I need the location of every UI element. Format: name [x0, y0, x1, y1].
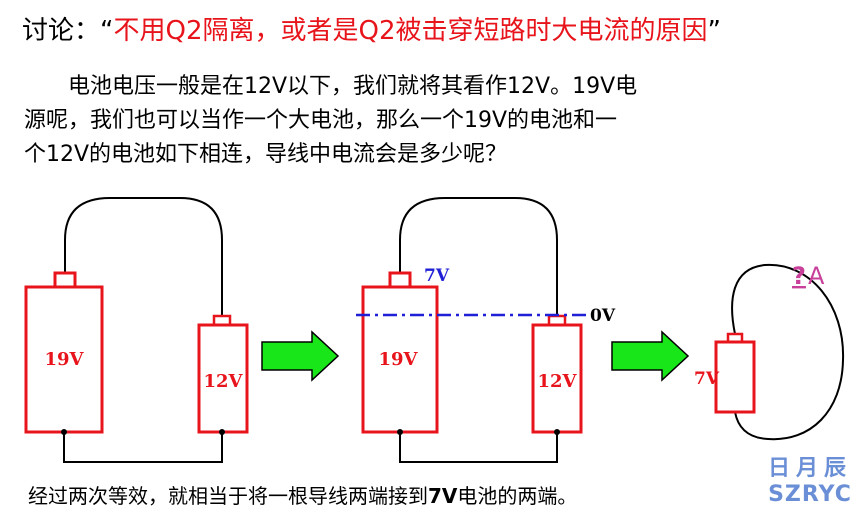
small-battery [197, 323, 249, 434]
big-battery [361, 285, 439, 434]
conclusion-text: 经过两次等效，就相当于将一根导线两端接到7V电池的两端。 [28, 480, 577, 509]
reference-voltage-label: 0V [590, 306, 616, 326]
big-battery-terminal [388, 271, 412, 289]
conclusion-bold: 7V [428, 484, 458, 508]
conclusion-prefix: 经过两次等效，就相当于将一根导线两端接到 [28, 484, 428, 508]
equivalence-arrow-1 [261, 330, 340, 382]
panel-2: 19V 12V 7V 0V [356, 197, 616, 463]
title-text: 不用Q2隔离，或者是Q2被击穿短路时大电流的原因 [113, 16, 708, 46]
big-battery-label: 19V [378, 349, 418, 370]
current-question-mark: ? [792, 262, 806, 290]
slide-title: 讨论：“不用Q2隔离，或者是Q2被击穿短路时大电流的原因” [22, 14, 721, 48]
top-wire [399, 197, 558, 318]
small-battery [531, 323, 583, 434]
bottom-wire [399, 432, 558, 463]
watermark-en: SZRYC [768, 482, 852, 507]
small-battery-label: 12V [203, 371, 243, 392]
short-circuit-wire [731, 263, 845, 441]
title-suffix: ” [707, 16, 721, 46]
small-battery-label: 12V [537, 371, 577, 392]
node-dot [61, 429, 67, 435]
panel-1: 19V 12V [24, 197, 249, 463]
equivalent-battery [714, 340, 756, 414]
intro-paragraph: 电池电压一般是在12V以下，我们就将其看作12V。19V电 源呢，我们也可以当作… [24, 70, 804, 172]
paragraph-line-1: 电池电压一般是在12V以下，我们就将其看作12V。19V电 [68, 74, 638, 99]
equivalence-arrow-2 [611, 330, 690, 382]
top-voltage-label: 7V [424, 266, 450, 286]
big-battery-label: 19V [44, 349, 84, 370]
node-dot [397, 429, 403, 435]
bottom-wire [63, 432, 223, 463]
node-dot [554, 429, 560, 435]
big-battery-terminal [53, 271, 77, 289]
paragraph-line-2: 源呢，我们也可以当作一个大电池，那么一个19V的电池和一 [24, 108, 618, 133]
node-dot [219, 429, 225, 435]
equivalent-battery-label: 7V [694, 369, 720, 389]
paragraph-line-3: 个12V的电池如下相连，导线中电流会是多少呢？ [24, 142, 508, 167]
panel-3: 7V ? A [694, 262, 845, 441]
title-prefix: 讨论：“ [22, 16, 114, 46]
top-wire [64, 197, 223, 318]
watermark-logo: 日月辰 SZRYC [760, 454, 860, 508]
current-unit: A [808, 262, 825, 290]
watermark-cn: 日月辰 [767, 455, 852, 481]
conclusion-suffix: 电池的两端。 [457, 484, 578, 508]
